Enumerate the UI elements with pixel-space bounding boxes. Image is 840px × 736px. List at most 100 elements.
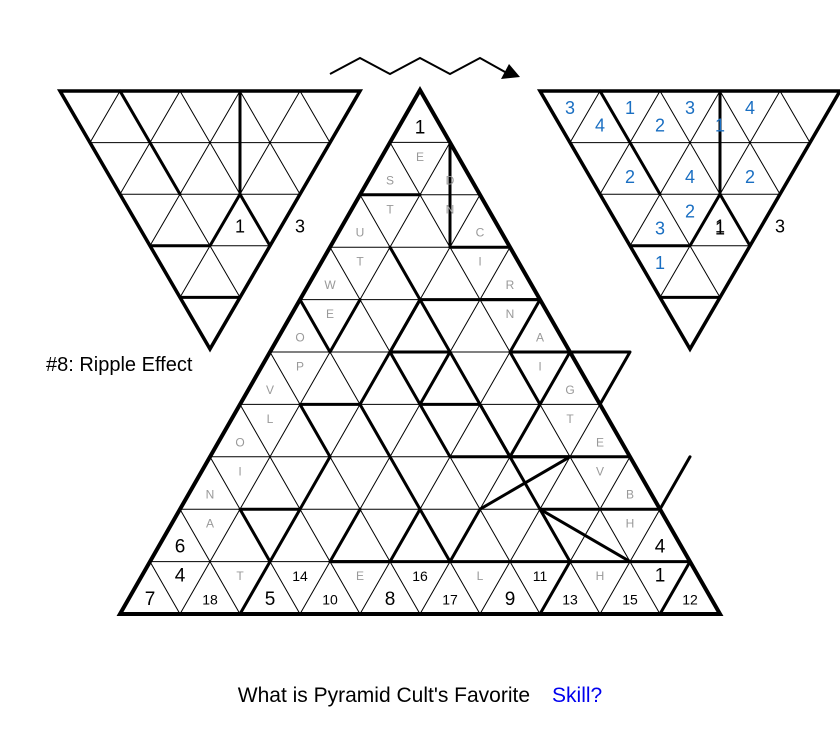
given-number: 16 <box>412 568 428 584</box>
region-border <box>418 402 572 564</box>
answer-letter: S <box>386 173 394 187</box>
solution-number: 2 <box>625 167 635 187</box>
answer-letter: T <box>566 412 574 426</box>
given-number: 9 <box>505 589 516 610</box>
given-number: 5 <box>265 589 276 610</box>
question-answer-word: Skill? <box>552 684 603 707</box>
answer-letter: N <box>446 202 455 216</box>
region-border <box>538 507 692 616</box>
region-border <box>598 89 662 196</box>
given-number: 17 <box>442 592 458 608</box>
triangle-outline <box>536 89 840 353</box>
solution-number: 1 <box>715 115 725 135</box>
answer-letter: L <box>267 412 274 426</box>
given-number: 12 <box>682 592 698 608</box>
solution-number: 1 <box>715 219 725 239</box>
region-border <box>568 350 632 406</box>
grid-line <box>149 90 241 247</box>
example-given-number: 3 <box>295 217 305 237</box>
triangle-outline <box>56 89 364 353</box>
answer-letter: I <box>238 464 241 478</box>
given-number: 4 <box>655 537 666 558</box>
grid-line <box>629 90 721 247</box>
solution-number: 1 <box>655 253 665 273</box>
answer-letter: N <box>206 488 215 502</box>
solution-number: 2 <box>655 115 665 135</box>
region-border <box>118 89 182 196</box>
solution-number: 3 <box>655 219 665 239</box>
solution-number: 2 <box>685 201 695 221</box>
answer-letter: P <box>296 359 304 373</box>
region-border <box>238 455 332 564</box>
pyramid-outline <box>116 85 724 616</box>
given-number: 8 <box>385 589 396 610</box>
puzzle-title: #8: Ripple Effect <box>46 354 193 376</box>
given-number: 1 <box>415 117 426 138</box>
answer-letter: I <box>538 359 541 373</box>
given-number: 11 <box>533 568 548 584</box>
answer-letter: W <box>324 278 336 292</box>
example-given-number: 1 <box>235 217 245 237</box>
answer-letter: G <box>565 383 574 397</box>
answer-letter: T <box>236 569 244 583</box>
region-border <box>298 402 422 511</box>
region-border <box>388 298 512 459</box>
grid-line <box>269 351 421 615</box>
answer-letter: L <box>477 569 484 583</box>
region-border <box>538 350 572 406</box>
solution-given-number: 1 <box>715 217 725 237</box>
solution-number: 4 <box>745 98 755 118</box>
solution-number: 3 <box>685 98 695 118</box>
region-border <box>628 89 722 248</box>
region-border <box>388 350 452 406</box>
grid-line <box>779 90 811 144</box>
region-border <box>328 507 452 564</box>
solution-given-number: 3 <box>775 217 785 237</box>
answer-letter: V <box>266 383 274 397</box>
grid-line <box>149 561 181 615</box>
region-border <box>448 140 512 249</box>
riddle-question: What is Pyramid Cult's Favorite Skill? <box>0 684 840 708</box>
answer-letter: H <box>596 569 605 583</box>
given-number: 7 <box>145 589 156 610</box>
answer-letter: E <box>356 569 364 583</box>
answer-letter: C <box>476 226 485 240</box>
answer-letter: D <box>446 173 455 187</box>
solution-number: 4 <box>685 167 695 187</box>
given-number: 14 <box>292 568 308 584</box>
grid-line <box>89 90 121 144</box>
answer-letter: H <box>626 517 635 531</box>
solution-number: 2 <box>745 167 755 187</box>
answer-letter: E <box>416 150 424 164</box>
solution-number: 3 <box>565 98 575 118</box>
grid-line <box>299 90 331 144</box>
region-border <box>238 192 272 248</box>
given-number: 6 <box>175 537 186 558</box>
example-grid <box>56 89 364 353</box>
main-pyramid-grid <box>116 85 724 616</box>
grid-line <box>179 508 241 615</box>
answer-letter: E <box>596 435 604 449</box>
grid-line <box>179 141 451 615</box>
region-border <box>448 298 572 564</box>
region-border <box>718 192 752 248</box>
answer-letter: R <box>506 278 515 292</box>
given-number: 4 <box>175 566 186 587</box>
answer-letter: O <box>295 331 304 345</box>
answer-letter: N <box>506 307 515 321</box>
answer-letter: V <box>596 464 604 478</box>
solution-number: 4 <box>595 115 605 135</box>
answer-letter: U <box>356 226 365 240</box>
zigzag-arrow-right-icon <box>329 56 520 79</box>
answer-letter: A <box>206 517 214 531</box>
answer-letter: T <box>386 202 394 216</box>
answer-letter: T <box>356 255 364 269</box>
answer-letter: I <box>478 255 481 269</box>
answer-letter: B <box>626 488 634 502</box>
region-border <box>148 89 242 248</box>
region-border <box>298 298 362 354</box>
given-number: 13 <box>562 592 578 608</box>
question-text: What is Pyramid Cult's Favorite <box>237 684 531 707</box>
